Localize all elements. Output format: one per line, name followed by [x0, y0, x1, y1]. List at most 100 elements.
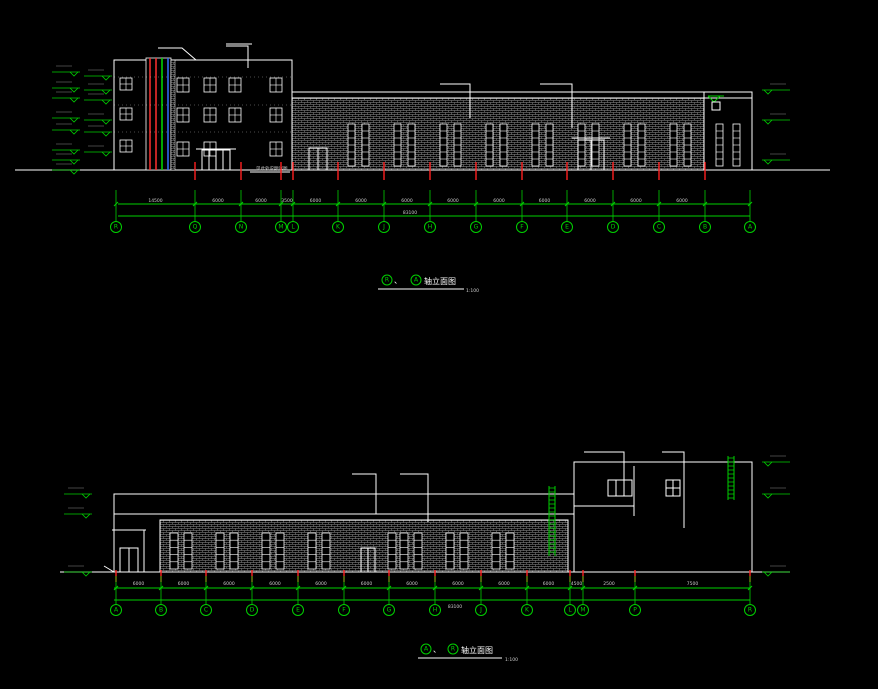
callout-leaders: 见此处说明详图: [158, 43, 573, 173]
grid-label: R: [748, 607, 752, 614]
window: [485, 123, 494, 167]
window: [445, 532, 455, 570]
window: [269, 107, 283, 123]
callout-leaders-2: [352, 451, 685, 528]
callout-note: 见此处说明详图: [256, 165, 288, 172]
elevation-marker: [84, 69, 112, 81]
right-elevation-markers-2: [762, 455, 790, 577]
left-elevation-markers: [52, 65, 112, 175]
svg-text:、: 、: [394, 276, 402, 285]
grid-label: B: [159, 607, 163, 614]
window: [505, 532, 515, 570]
grid-label: J: [479, 607, 482, 614]
grid-label: J: [382, 224, 385, 231]
elevation-marker: [64, 565, 92, 577]
hall-windows-2: [169, 532, 515, 570]
window: [176, 107, 190, 123]
dimension-value: 4500: [571, 581, 583, 587]
dimension-line-2: [114, 587, 750, 601]
window: [228, 77, 242, 93]
window: [229, 532, 239, 570]
grid-label: K: [525, 607, 530, 614]
left-elevation-markers-2: [64, 487, 92, 577]
elevation-marker: [762, 487, 790, 499]
window: [545, 123, 554, 167]
elevation-marker: [762, 565, 790, 577]
grid-label: P: [633, 607, 637, 614]
dimension-value: 6000: [133, 581, 145, 587]
dimension-value: 6000: [539, 198, 551, 204]
drawing-title-2: A 、 R 轴立面图 1:100: [418, 643, 518, 663]
total-dimension: 83100: [403, 210, 417, 216]
dimension-value: 2500: [603, 581, 615, 587]
window: [269, 141, 283, 157]
dimension-value: 6000: [212, 198, 224, 204]
window: [499, 123, 508, 167]
title2-scale: 1:100: [505, 657, 518, 663]
dimension-value: 6000: [452, 581, 464, 587]
window: [203, 77, 217, 93]
elevation-marker: [762, 455, 790, 467]
elevation-marker: [52, 163, 80, 175]
dimension-value: 6000: [269, 581, 281, 587]
elevation-marker: [762, 113, 790, 125]
hall-parapet: [291, 91, 753, 99]
window: [683, 123, 692, 167]
window: [577, 123, 586, 167]
grid-label: R: [114, 224, 118, 231]
roof-level-marker: [707, 95, 724, 111]
grid-label: A: [748, 224, 753, 231]
window: [669, 123, 678, 167]
dimension-value: 6000: [178, 581, 190, 587]
grid-label: F: [520, 224, 524, 231]
elevation-marker: [52, 81, 80, 93]
dimension-value: 6000: [355, 198, 367, 204]
grid-label: D: [250, 607, 255, 614]
total-dimension-2: 83100: [448, 604, 462, 610]
window: [387, 532, 397, 570]
dimension-value: 6000: [447, 198, 459, 204]
hall-end-bay: [703, 91, 753, 171]
grid-label: Q: [193, 224, 198, 231]
window: [591, 123, 600, 167]
wall-ladder: [548, 486, 556, 556]
three-storey-block: [113, 59, 293, 171]
window: [361, 123, 370, 167]
title-grid-start: R: [385, 277, 389, 284]
grid-label: F: [342, 607, 346, 614]
drawing-title-1: R 、 A 轴立面图 1:100: [378, 274, 479, 294]
dimension-value: 3500: [281, 198, 293, 204]
dimension-value: 6000: [584, 198, 596, 204]
right-elevation-markers: [762, 83, 790, 165]
elevation-marker: [52, 65, 80, 77]
window: [307, 532, 317, 570]
grid-label: M: [278, 224, 283, 231]
window: [491, 532, 501, 570]
hall-brick-wall: [291, 97, 705, 171]
window: [321, 532, 331, 570]
dimension-value: 7500: [687, 581, 699, 587]
window: [119, 77, 133, 91]
window: [269, 77, 283, 93]
window: [399, 532, 409, 570]
elevation-marker: [52, 91, 80, 103]
grid-label: E: [565, 224, 569, 231]
grid-label: N: [239, 224, 244, 231]
window: [169, 532, 179, 570]
elevation-marker: [84, 125, 112, 137]
dimension-value: 6000: [223, 581, 235, 587]
title2-grid-end: R: [451, 646, 455, 653]
window: [275, 532, 285, 570]
grid-label: L: [568, 607, 572, 614]
dimension-value: 6000: [493, 198, 505, 204]
grid-label: K: [336, 224, 341, 231]
elevation-marker: [84, 93, 112, 105]
title-scale: 1:100: [466, 288, 479, 294]
grid-label: E: [296, 607, 300, 614]
window: [715, 123, 724, 167]
dimension-value: 6000: [310, 198, 322, 204]
title-grid-end: A: [414, 277, 419, 284]
